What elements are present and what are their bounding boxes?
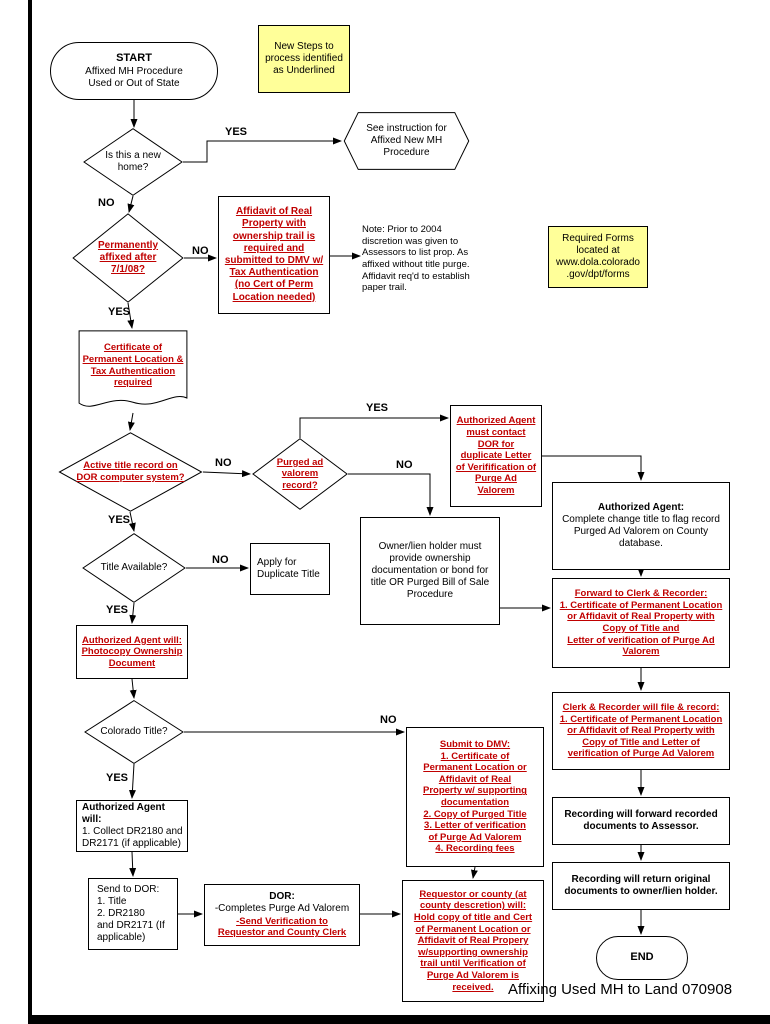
edge-newhome-yes (183, 137, 342, 163)
diamond-shape (82, 533, 186, 603)
recording-return-box: Recording will return original documents… (552, 862, 730, 910)
clerk-file-record-box: Clerk & Recorder will file & record: 1. … (552, 692, 730, 770)
document-shape (78, 330, 188, 415)
dor-title: DOR: (269, 891, 295, 903)
owner-lien-box: Owner/lien holder must provide ownership… (360, 517, 500, 625)
requestor-hold-text: Requestor or county (at county descretio… (413, 888, 533, 993)
label-newhome-yes: YES (225, 126, 248, 138)
aa-collect-body: 1. Collect DR2180 and DR2171 (if applica… (82, 826, 183, 850)
send-dor-text: Send to DOR: 1. Title 2. DR2180 and DR21… (97, 883, 165, 944)
aa-complete-change-body: Complete change title to flag record Pur… (562, 513, 720, 550)
decision-title-available-text: Title Available? (100, 561, 168, 573)
edge-submitdmv-to-requestor (470, 866, 478, 879)
page-edge-bottom (28, 1015, 770, 1024)
decision-purged-text: Purged ad valorem record? (276, 456, 324, 491)
aa-collect-title: Authorized Agent will: (82, 801, 165, 825)
aa-photocopy-box: Authorized Agent will: Photocopy Ownersh… (76, 625, 188, 679)
decision-title-available: Title Available? (82, 533, 186, 603)
forward-clerk-box: Forward to Clerk & Recorder: 1. Certific… (552, 578, 730, 668)
decision-active-title: Active title record on DOR computer syst… (58, 432, 203, 512)
certificate-document: Certificate of Permanent Location & Tax … (78, 330, 188, 415)
decision-colorado-title: Colorado Title? (84, 700, 184, 764)
contact-dor-box: Authorized Agent must contact DOR for du… (450, 405, 542, 507)
contact-dor-text: Authorized Agent must contact DOR for du… (455, 415, 537, 496)
edge-newhome-no (127, 195, 135, 213)
decision-affixed-text: Permanently affixed after 7/1/08? (97, 239, 159, 276)
label-activetitle-no: NO (215, 457, 232, 469)
requestor-hold-box: Requestor or county (at county descretio… (402, 880, 544, 1002)
label-purged-yes: YES (366, 402, 389, 414)
decision-colorado-title-text: Colorado Title? (100, 725, 168, 737)
diamond-shape (72, 213, 184, 303)
label-newhome-no: NO (98, 197, 115, 209)
label-titleavail-yes: YES (106, 604, 129, 616)
decision-affixed-after-70108: Permanently affixed after 7/1/08? (72, 213, 184, 303)
required-forms-note: Required Forms located at www.dola.color… (548, 226, 648, 288)
clerk-file-record-text: Clerk & Recorder will file & record: 1. … (559, 702, 723, 760)
label-colorado-no: NO (380, 714, 397, 726)
label-affixed-yes: YES (108, 306, 131, 318)
page-caption: Affixing Used MH to Land 070908 (508, 981, 733, 998)
affidavit-required-text: Affidavit of Real Property with ownershi… (224, 206, 324, 303)
new-steps-note-text: New Steps to process identified as Under… (265, 40, 343, 77)
end-title: END (630, 951, 654, 964)
note-prior-2004: Note: Prior to 2004 discretion was given… (362, 214, 486, 304)
send-dor-box: Send to DOR: 1. Title 2. DR2180 and DR21… (88, 878, 178, 950)
see-instruction-shape: See instruction for Affixed New MH Proce… (343, 112, 470, 170)
affidavit-required-box: Affidavit of Real Property with ownershi… (218, 196, 330, 314)
recording-return-text: Recording will return original documents… (564, 873, 718, 897)
apply-duplicate-box: Apply for Duplicate Title (250, 543, 330, 595)
required-forms-text: Required Forms located at www.dola.color… (556, 232, 640, 281)
end-terminator: END (596, 936, 688, 980)
edge-contactdor-to-change (542, 455, 645, 481)
recording-forward-box: Recording will forward recorded document… (552, 797, 730, 845)
label-purged-no: NO (396, 459, 413, 471)
label-activetitle-yes: YES (108, 514, 131, 526)
submit-dmv-box: Submit to DMV: 1. Certificate of Permane… (406, 727, 544, 867)
start-body: Affixed MH Procedure Used or Out of Stat… (85, 65, 183, 89)
decision-new-home-text: Is this a new home? (105, 149, 161, 173)
start-title: START (116, 52, 152, 65)
forward-clerk-text: Forward to Clerk & Recorder: 1. Certific… (559, 588, 723, 658)
edge-purged-no (348, 473, 434, 516)
decision-new-home: Is this a new home? (83, 128, 183, 196)
edge-titleavail-yes (129, 602, 137, 624)
edge-purged-yes (299, 414, 449, 438)
recording-forward-text: Recording will forward recorded document… (564, 808, 718, 832)
dor-box: DOR: -Completes Purge Ad Valorem -Send V… (204, 884, 360, 946)
diamond-shape (84, 700, 184, 764)
edge-colorado-yes (128, 763, 136, 799)
apply-duplicate-text: Apply for Duplicate Title (257, 556, 320, 580)
dor-line1: -Completes Purge Ad Valorem (214, 903, 350, 915)
aa-complete-change-title: Authorized Agent: (597, 501, 685, 513)
edge-photocopy-to-colorado (129, 678, 137, 699)
see-instruction-text: See instruction for Affixed New MH Proce… (366, 122, 447, 159)
edge-activetitle-no (202, 470, 251, 478)
label-affixed-no: NO (192, 245, 209, 257)
aa-collect-box: Authorized Agent will: 1. Collect DR2180… (76, 800, 188, 852)
diamond-shape (252, 438, 348, 510)
label-colorado-yes: YES (106, 772, 129, 784)
certificate-document-text: Certificate of Permanent Location & Tax … (82, 342, 184, 389)
edge-cert-to-activetitle (127, 412, 135, 431)
edge-activetitle-yes (128, 511, 136, 532)
aa-complete-change-box: Authorized Agent: Complete change title … (552, 482, 730, 570)
aa-photocopy-text: Authorized Agent will: Photocopy Ownersh… (81, 634, 183, 669)
label-titleavail-no: NO (212, 554, 229, 566)
diamond-shape (58, 432, 203, 512)
hexagon-shape (343, 112, 470, 170)
edge-affixed-yes (127, 302, 135, 329)
new-steps-note: New Steps to process identified as Under… (258, 25, 350, 93)
owner-lien-text: Owner/lien holder must provide ownership… (370, 540, 490, 601)
start-terminator: START Affixed MH Procedure Used or Out o… (50, 42, 218, 100)
page-edge-left (28, 0, 32, 1024)
submit-dmv-text: Submit to DMV: 1. Certificate of Permane… (423, 739, 527, 855)
decision-active-title-text: Active title record on DOR computer syst… (76, 460, 185, 483)
note-prior-2004-text: Note: Prior to 2004 discretion was given… (362, 224, 470, 294)
diamond-shape (83, 128, 183, 196)
decision-purged-ad-valorem: Purged ad valorem record? (252, 438, 348, 510)
dor-line2: -Send Verification to Requestor and Coun… (217, 915, 347, 939)
edge-collect-to-senddor (129, 851, 137, 877)
